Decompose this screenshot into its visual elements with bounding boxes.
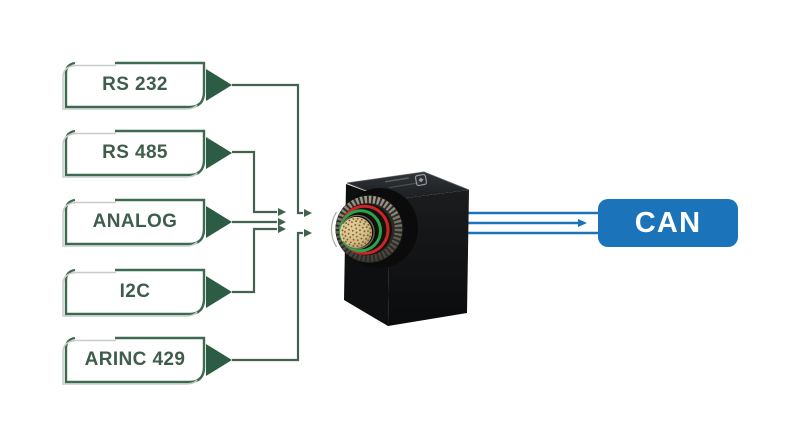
arrowhead-icon bbox=[278, 208, 286, 216]
input-rs485: RS 485 bbox=[58, 127, 236, 179]
input-label: RS 485 bbox=[102, 141, 168, 163]
arrowhead-icon bbox=[304, 229, 312, 237]
arrowhead-icon bbox=[278, 225, 286, 233]
input-arinc429: ARINC 429 bbox=[58, 334, 236, 386]
connector-pins bbox=[341, 217, 372, 248]
input-arrowheads bbox=[278, 208, 312, 237]
arrowhead-icon bbox=[304, 209, 312, 217]
input-rs232: RS 232 bbox=[58, 59, 236, 111]
can-output-box: CAN bbox=[598, 199, 738, 247]
input-analog: ANALOG bbox=[58, 196, 236, 248]
can-output-label: CAN bbox=[634, 206, 702, 239]
converter-device bbox=[330, 171, 470, 326]
input-connection-lines bbox=[232, 83, 303, 362]
input-box-frame bbox=[62, 198, 206, 247]
line-rs485 bbox=[232, 150, 277, 214]
triangle-arrow-icon bbox=[206, 344, 232, 376]
line-rs232 bbox=[232, 83, 303, 215]
triangle-arrow-icon bbox=[206, 206, 232, 238]
input-box-frame bbox=[62, 61, 206, 110]
input-box-frame bbox=[62, 268, 206, 317]
output-connection-lines bbox=[468, 211, 598, 235]
input-label: RS 232 bbox=[102, 73, 168, 95]
line-i2c bbox=[232, 227, 277, 294]
input-box-frame bbox=[62, 336, 206, 385]
arrowhead-icon bbox=[278, 218, 286, 226]
input-label: I2C bbox=[119, 280, 151, 302]
arrowhead-icon bbox=[578, 219, 587, 227]
input-i2c: I2C bbox=[58, 266, 236, 318]
triangle-arrow-icon bbox=[206, 137, 232, 169]
triangle-arrow-icon bbox=[206, 69, 232, 101]
circular-connector bbox=[330, 188, 418, 268]
input-box-frame bbox=[62, 129, 206, 178]
input-label: ARINC 429 bbox=[84, 348, 186, 370]
input-label: ANALOG bbox=[92, 210, 178, 232]
line-arinc429 bbox=[232, 231, 303, 362]
triangle-arrow-icon bbox=[206, 276, 232, 308]
device-logo bbox=[385, 173, 428, 189]
